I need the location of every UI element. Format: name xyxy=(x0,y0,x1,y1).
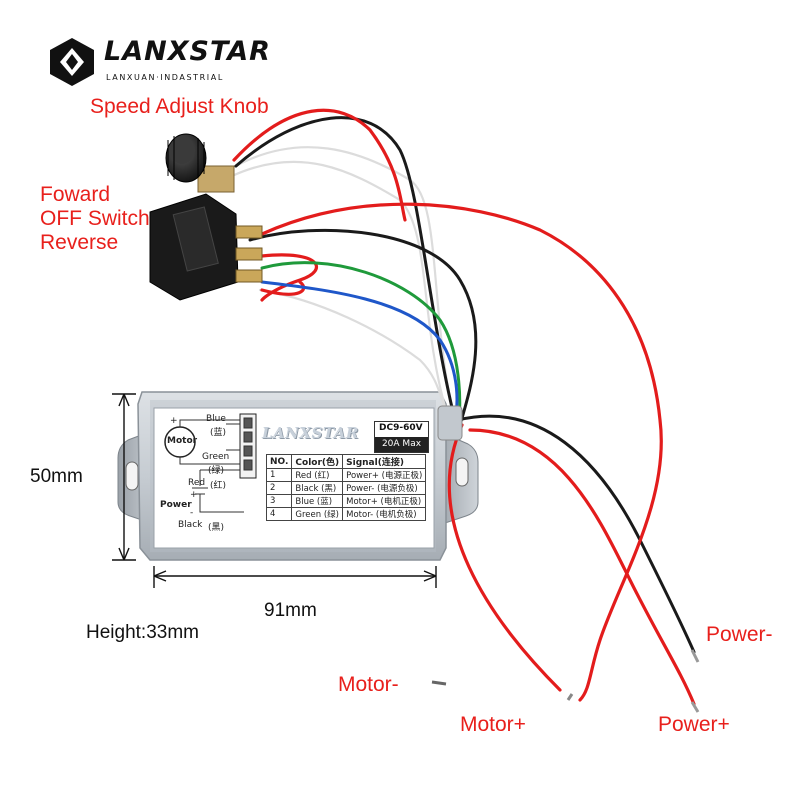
red-cn: (红) xyxy=(210,481,227,491)
box-brand-text: LANXSTAR xyxy=(262,424,359,442)
row-no: 2 xyxy=(265,481,293,495)
wires-black xyxy=(234,116,696,654)
black-cn: (黑) xyxy=(208,523,225,533)
motor-label: Motor xyxy=(167,436,198,446)
label-speed-adjust-knob: Speed Adjust Knob xyxy=(90,95,269,118)
logo-wordmark: LANXSTAR xyxy=(104,36,271,67)
black-label: Black xyxy=(178,520,203,530)
knob-icon xyxy=(165,133,235,193)
spec-voltage: DC9-60V xyxy=(379,423,423,433)
table-header-signal: Signal(连接) xyxy=(342,454,427,469)
green-cn: (绿) xyxy=(208,466,225,476)
blue-cn: (蓝) xyxy=(210,428,227,438)
green-label: Green xyxy=(202,452,230,462)
row-signal: Power+ (电源正极) xyxy=(342,468,427,482)
row-no: 4 xyxy=(265,507,293,521)
row-no: 3 xyxy=(265,494,293,508)
label-height-dimension: 50mm xyxy=(30,466,83,487)
row-signal: Motor- (电机负极) xyxy=(342,507,427,521)
logo-subtext: LANXUAN·INDASTRIAL xyxy=(106,73,224,82)
table-row: 4 Green (绿) Motor- (电机负极) xyxy=(265,507,427,521)
row-no: 1 xyxy=(265,468,293,482)
spec-badge: DC9-60V 20A Max xyxy=(374,421,429,453)
label-power-minus: Power- xyxy=(706,623,773,646)
lanxstar-logo-icon xyxy=(50,38,94,86)
table-header-no: NO. xyxy=(265,454,293,469)
dimension-height-line xyxy=(112,393,136,561)
label-motor-minus: Motor- xyxy=(338,673,399,696)
label-switch-forward: Foward xyxy=(40,183,111,206)
row-color: Red (红) xyxy=(291,468,344,482)
rocker-switch-icon xyxy=(149,193,263,301)
dimension-width-line xyxy=(153,566,437,588)
wire-green xyxy=(260,261,462,432)
label-width-dimension: 91mm xyxy=(264,600,317,621)
row-color: Green (绿) xyxy=(291,507,344,521)
label-motor-plus: Motor+ xyxy=(460,713,526,736)
power-plus-mark: + xyxy=(190,490,198,500)
row-color: Black (黑) xyxy=(291,481,344,495)
power-label: Power xyxy=(160,500,192,510)
blue-label: Blue xyxy=(206,414,226,424)
power-minus-mark: - xyxy=(190,508,194,518)
label-depth-note: Height:33mm xyxy=(86,622,199,643)
table-row: 3 Blue (蓝) Motor+ (电机正极) xyxy=(265,494,427,508)
row-color: Blue (蓝) xyxy=(291,494,344,508)
red-label: Red xyxy=(188,478,206,488)
label-switch-off: OFF Switch xyxy=(40,207,150,230)
spec-current: 20A Max xyxy=(375,437,428,452)
wiring-table: NO. Color(色) Signal(连接) 1 Red (红) Power+… xyxy=(265,454,427,521)
row-signal: Power- (电源负极) xyxy=(342,481,427,495)
table-row: 2 Black (黑) Power- (电源负极) xyxy=(265,481,427,495)
wiring-diagram xyxy=(164,413,257,513)
brand-logo: LANXSTAR LANXUAN·INDASTRIAL xyxy=(46,34,276,94)
label-switch-reverse: Reverse xyxy=(40,231,119,254)
label-power-plus: Power+ xyxy=(658,713,730,736)
row-signal: Motor+ (电机正极) xyxy=(342,494,427,508)
wires-red xyxy=(232,108,696,706)
motor-plus-mark: + xyxy=(170,416,178,426)
table-header-color: Color(色) xyxy=(291,454,344,469)
wire-tips xyxy=(431,649,700,713)
table-row: 1 Red (红) Power+ (电源正极) xyxy=(265,468,427,482)
wire-blue xyxy=(260,280,459,432)
